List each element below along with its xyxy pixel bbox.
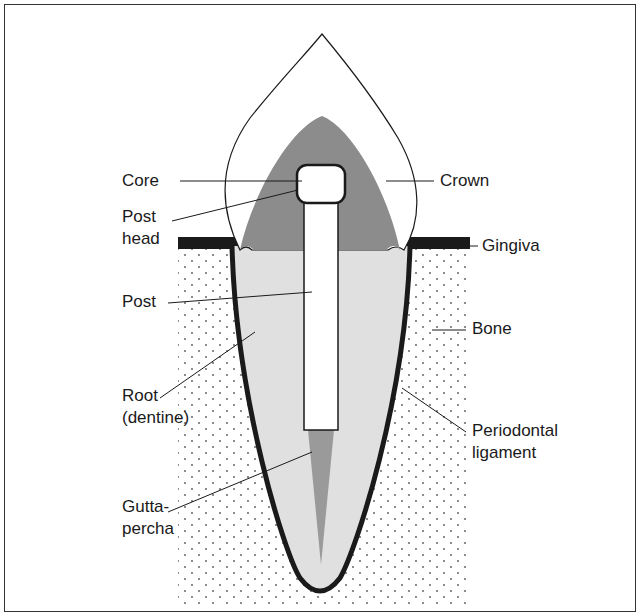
- part-label: Gutta-percha: [122, 496, 180, 540]
- part-label: Core: [122, 170, 192, 192]
- post: [304, 196, 338, 430]
- leader-lines: [160, 181, 478, 512]
- gutta-percha: [308, 430, 334, 565]
- part-label: Bone: [472, 318, 542, 340]
- post-head: [297, 165, 345, 203]
- part-label: Root (dentine): [122, 385, 202, 429]
- part-label: Post: [122, 291, 182, 313]
- part-label: Gingiva: [482, 235, 572, 257]
- part-label: Periodontal ligament: [472, 420, 584, 464]
- part-label: Post head: [122, 206, 172, 250]
- frame: [5, 5, 636, 612]
- part-label: Crown: [440, 170, 520, 192]
